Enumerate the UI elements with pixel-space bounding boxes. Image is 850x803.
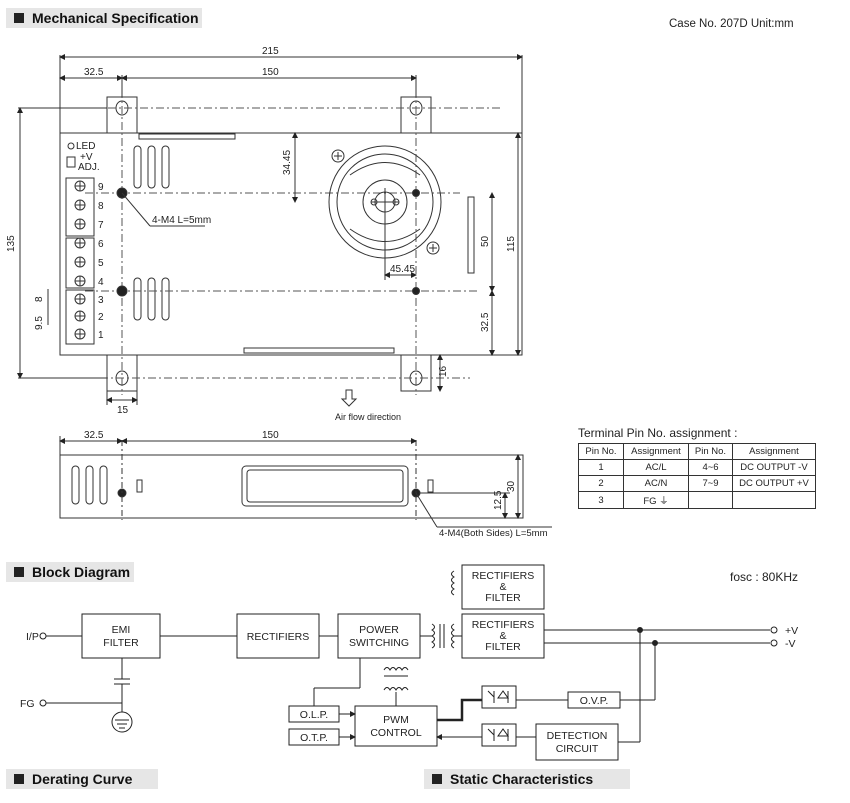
section-title: Block Diagram	[32, 564, 131, 580]
terminal-block	[65, 142, 95, 345]
block-label: &	[499, 630, 506, 642]
dim-label: 135	[6, 235, 17, 252]
dim-label: 32.5	[84, 67, 104, 78]
section-header-mechanical: Mechanical Specification	[6, 8, 202, 28]
vminus-label: -V	[785, 638, 796, 650]
terminal-number: 7	[98, 220, 104, 231]
side-view-labels: 32.5 150 30 12.5 4-M4(Both Sides) L=5mm	[84, 430, 548, 539]
dim-label: 45.45	[390, 264, 415, 275]
dim-label: 30	[506, 480, 517, 492]
block-label: PWM	[383, 714, 409, 726]
bullet-square-icon	[432, 774, 442, 784]
airflow-arrow-icon	[340, 389, 358, 407]
block-label: FILTER	[485, 641, 521, 653]
terminal-number: 9	[98, 182, 104, 193]
emi-filter-box	[81, 613, 161, 659]
block-label: FILTER	[485, 592, 521, 604]
optocoupler-2	[481, 723, 517, 747]
pin-table-title: Terminal Pin No. assignment :	[578, 426, 738, 440]
section-header-derating: Derating Curve	[6, 769, 158, 789]
adj-v-label: +V	[80, 152, 93, 163]
terminal-number: 4	[98, 277, 104, 288]
bullet-square-icon	[14, 774, 24, 784]
block-label: CIRCUIT	[556, 743, 599, 755]
dim-label: 15	[117, 405, 129, 416]
section-title: Static Characteristics	[450, 771, 594, 787]
block-label: POWER	[359, 624, 399, 636]
chassis-outline	[59, 132, 523, 356]
top-view-labels: 215 32.5 150 135 115 34.45 45.45 50 32.5…	[6, 46, 517, 422]
section-title: Derating Curve	[32, 771, 133, 787]
adj-label: ADJ.	[78, 162, 100, 173]
dim-label: 12.5	[493, 490, 504, 510]
fg-label: FG	[20, 698, 35, 710]
side-outline	[59, 454, 524, 519]
table-row: 1 AC/L 4~6 DC OUTPUT -V	[578, 459, 816, 476]
block-label: &	[499, 581, 506, 593]
dim-label: 16	[438, 365, 449, 377]
pin-table: Pin No. Assignment Pin No. Assignment 1 …	[578, 443, 816, 509]
block-label: EMI	[112, 624, 131, 636]
pwm-control-box	[354, 705, 438, 747]
power-switching-box	[337, 613, 421, 659]
table-cell: FG ⏚	[623, 491, 689, 509]
dim-label: 34.45	[282, 150, 293, 175]
vent-slots	[133, 145, 170, 321]
top-view	[17, 54, 523, 407]
edge-strip	[138, 133, 236, 140]
case-info: Case No. 207D Unit:mm	[669, 18, 794, 30]
table-cell	[732, 491, 816, 509]
block-label: RECTIFIERS	[247, 631, 309, 643]
terminal-number: 2	[98, 312, 104, 323]
fosc-label: fosc : 80KHz	[730, 570, 799, 584]
block-label: O.L.P.	[300, 709, 328, 721]
ground-icon	[111, 711, 133, 733]
edge-strip	[243, 347, 395, 354]
dim-label: 150	[262, 67, 279, 78]
section-header-block: Block Diagram	[6, 562, 134, 582]
dim-label: 115	[506, 236, 517, 252]
terminal-number: 1	[98, 330, 104, 341]
dim-label: 32.5	[480, 312, 491, 332]
dim-label: 215	[262, 46, 279, 57]
dim-label: 32.5	[84, 430, 104, 441]
block-diagram-labels: I/P FG EMI FILTER RECTIFIERS POWER SWITC…	[20, 570, 798, 755]
block-label: O.V.P.	[580, 695, 609, 707]
dim-label: 8	[34, 296, 45, 302]
airflow-label: Air flow direction	[335, 412, 401, 422]
ip-label: I/P	[26, 631, 39, 643]
led-label: LED	[76, 141, 95, 152]
block-label: DETECTION	[547, 730, 608, 742]
block-diagram	[39, 564, 778, 761]
block-label: CONTROL	[370, 727, 421, 739]
side-view	[59, 436, 552, 528]
table-row: 3 FG ⏚	[578, 491, 816, 509]
block-label: FILTER	[103, 637, 139, 649]
bullet-square-icon	[14, 13, 24, 23]
bullet-square-icon	[14, 567, 24, 577]
terminal-number: 6	[98, 239, 104, 250]
terminal-number: 5	[98, 258, 104, 269]
rectifiers-filter-top-box	[461, 564, 545, 610]
terminal-number: 8	[98, 201, 104, 212]
terminal-number: 3	[98, 295, 104, 306]
vplus-label: +V	[785, 625, 798, 637]
dim-label: 150	[262, 430, 279, 441]
block-label: RECTIFIERS	[472, 570, 534, 582]
block-label: RECTIFIERS	[472, 619, 534, 631]
optocoupler-1	[481, 685, 517, 709]
dim-label: 50	[480, 235, 491, 247]
section-title: Mechanical Specification	[32, 10, 199, 26]
section-header-static: Static Characteristics	[424, 769, 630, 789]
mount-note: 4-M4 L=5mm	[152, 215, 211, 226]
block-label: SWITCHING	[349, 637, 409, 649]
block-label: O.T.P.	[300, 732, 328, 744]
dim-label: 9.5	[34, 316, 45, 330]
side-mount-note: 4-M4(Both Sides) L=5mm	[439, 528, 548, 539]
